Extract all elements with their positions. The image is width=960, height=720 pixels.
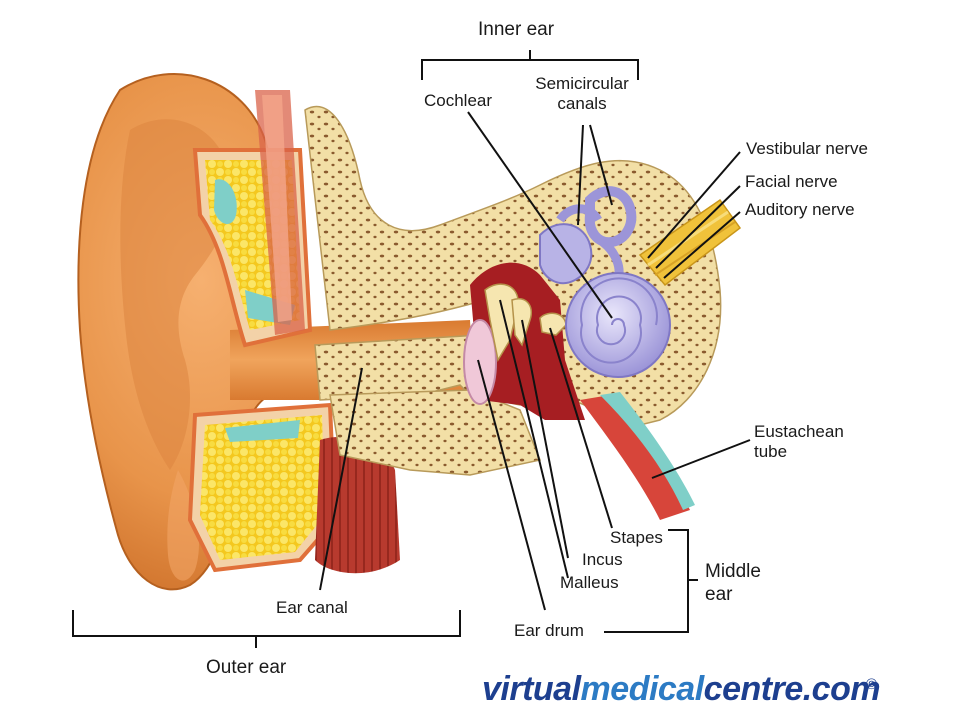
malleus-pointer [499,299,569,579]
eustachean-pointer [651,439,751,479]
semicircular-pointer-b [589,124,613,206]
facial-pointer [655,185,741,269]
label-middle-ear: Middle ear [705,560,761,606]
tissue-layers [187,90,400,574]
copyright-symbol: © [866,676,878,693]
label-eustachean-line2: tube [754,442,788,461]
label-ear-canal: Ear canal [276,598,348,617]
incus-pointer [521,319,569,559]
ear-canal-pointer [319,367,363,591]
label-eustachean-tube: Eustachean tube [754,422,844,462]
cochlea [565,272,671,378]
label-pointers [72,50,751,648]
label-stapes: Stapes [610,528,663,547]
stapes-pointer [549,327,613,529]
label-inner-ear: Inner ear [478,19,555,40]
label-auditory-nerve: Auditory nerve [745,200,855,219]
inner-ear [539,186,671,378]
vestibular-pointer [647,151,741,259]
label-cochlear: Cochlear [424,91,493,110]
label-semicircular-canals: Semicircular canals [526,74,638,114]
label-middle-ear-line1: Middle [705,561,761,582]
label-middle-ear-line2: ear [705,584,733,605]
watermark-part3: centre.com [703,670,881,708]
label-semicircular-line1: Semicircular [535,74,629,93]
label-incus: Incus [582,550,623,569]
label-malleus: Malleus [560,573,619,592]
watermark-logo: virtualmedicalcentre.com [482,670,881,709]
label-vestibular-nerve: Vestibular nerve [746,139,868,158]
ear-drum-pointer [477,359,546,611]
auditory-pointer [663,211,741,279]
cochlear-pointer [467,111,613,319]
label-eustachean-line1: Eustachean [754,422,844,441]
watermark-part2: medical [580,670,705,708]
semicircular-pointer-a [577,124,584,226]
outer-ear-bracket [72,610,461,637]
label-facial-nerve: Facial nerve [745,172,838,191]
label-ear-drum: Ear drum [514,621,584,640]
label-outer-ear: Outer ear [206,657,287,678]
ear-drum-membrane [463,319,497,405]
label-semicircular-line2: canals [557,94,607,113]
watermark-part1: virtual [482,670,581,708]
nerve-bundle [638,198,742,287]
eustachian-tube [580,392,695,520]
